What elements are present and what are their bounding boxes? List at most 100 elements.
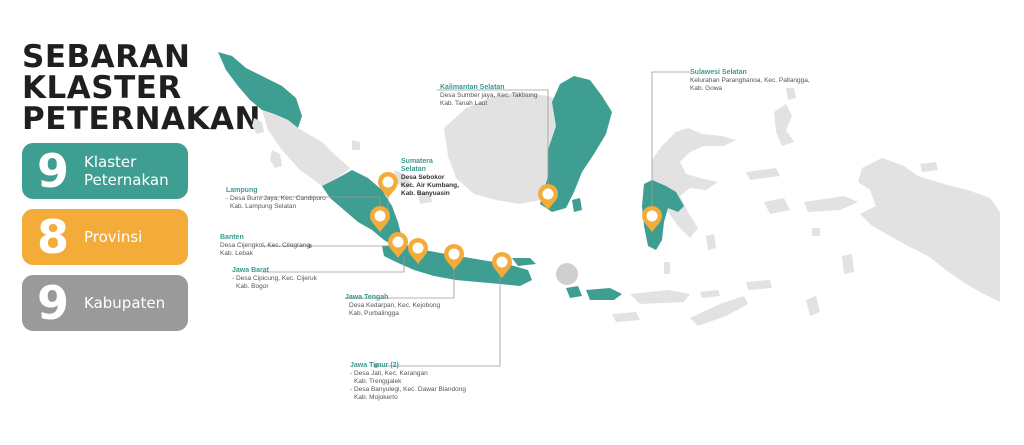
island-nias [252, 118, 264, 134]
island-sumatra-north [218, 52, 302, 128]
label-sulsel-line2: Kab. Gowa [690, 85, 723, 92]
label-sumsel-line1: Desa Sebokor [401, 174, 445, 181]
pin-jabar [408, 238, 428, 264]
stat-kabupaten-number: 9 [36, 276, 69, 330]
leader-sulsel [651, 71, 690, 214]
island-flores [630, 290, 690, 304]
island-kalimantan-east [540, 76, 612, 212]
leader-kalsel [437, 89, 549, 195]
label-sumsel-line3: Kab. Banyuasin [401, 190, 450, 197]
pin-jatim [492, 252, 512, 278]
label-kalsel: Kalimantan Selatan Desa Sumber jaya, Kec… [440, 84, 537, 108]
pin-banten [388, 232, 408, 258]
leader-jatim [376, 270, 501, 367]
island-timor [690, 296, 748, 326]
island-sula [746, 168, 780, 180]
label-jabar-line2: Kab. Bogor [236, 283, 269, 290]
island-maluku-small-1 [812, 228, 820, 236]
island-laut [572, 198, 582, 212]
label-jatim-line4: Kab. Mojokerto [354, 394, 398, 401]
label-lampung-head: Lampung [226, 187, 258, 194]
island-kalimantan [444, 92, 560, 204]
island-sumatra-middle [262, 110, 350, 186]
stat-kabupaten-label: Kabupaten [84, 294, 166, 312]
label-sulsel-head: Sulawesi Selatan [690, 69, 747, 76]
label-jateng-head: Jawa Tengah [345, 294, 389, 301]
leader-jateng [345, 262, 455, 299]
stat-kabupaten: 9 Kabupaten [22, 275, 188, 331]
island-mentawai [270, 150, 282, 168]
leader-dot-banten [308, 244, 312, 248]
island-sumbawa [586, 288, 622, 300]
island-sulawesi [652, 128, 736, 238]
label-sulsel: Sulawesi Selatan Kelurahan Parangbanoa, … [690, 69, 810, 93]
label-lampung: Lampung - Desa Bumi Jaya, Kec. Candipuro… [226, 187, 326, 211]
island-belitung [418, 192, 432, 204]
leader-jabar [262, 256, 405, 273]
label-lampung-line2: Kab. Lampung Selatan [230, 203, 297, 210]
island-sulawesi-south [642, 180, 684, 250]
stat-klaster-label-2: Peternakan [84, 171, 169, 189]
island-bali [556, 263, 578, 285]
title-line-3: PETERNAKAN [22, 101, 261, 137]
label-jateng-line1: Desa Kedarpan, Kec. Kejobong [349, 302, 441, 309]
stat-klaster-number: 9 [36, 144, 69, 198]
island-riau [352, 140, 360, 150]
label-kalsel-line2: Kab. Tanah Laut [440, 100, 488, 107]
label-banten-head: Banten [220, 234, 244, 241]
island-papua [858, 158, 1000, 302]
label-kalsel-line1: Desa Sumber jaya, Kec. Takisung [440, 92, 538, 99]
island-madura [512, 258, 536, 266]
label-banten: Banten Desa Cijengkol, Kec. Cilograng Ka… [220, 234, 310, 258]
island-alor [700, 290, 720, 298]
label-banten-line2: Kab. Lebak [220, 250, 253, 257]
island-seram [804, 196, 858, 212]
pin-kalsel [538, 184, 558, 210]
stat-provinsi: 8 Provinsi [22, 209, 188, 265]
label-jatim-line3: - Desa Banyulegi, Kec. Dawar Blandong [350, 386, 466, 393]
pin-sumsel [378, 172, 398, 198]
island-tanimbar [806, 296, 820, 316]
stat-klaster: 9 Klaster Peternakan [22, 143, 188, 199]
stat-provinsi-number: 8 [36, 210, 69, 264]
title-line-2: KLASTER [22, 70, 182, 106]
island-buru [764, 198, 790, 214]
label-sumsel: Sumatera Selatan Desa Sebokor Kec. Air K… [401, 158, 459, 198]
label-jabar-line1: - Desa Cipicung, Kec. Cijeruk [232, 275, 317, 282]
label-sumsel-line2: Kec. Air Kumbang, [401, 182, 459, 189]
stat-klaster-label: Klaster Peternakan [84, 153, 169, 189]
label-jatim-head: Jawa Timur (2) [350, 362, 399, 369]
island-aru [842, 254, 854, 274]
label-sulsel-line1: Kelurahan Parangbanoa, Kec. Pallangga, [690, 77, 810, 84]
label-jatim-line2: Kab. Trenggalek [354, 378, 402, 385]
island-selayar [664, 262, 670, 274]
label-jabar: Jawa Barat - Desa Cipicung, Kec. Cijeruk… [232, 267, 317, 291]
island-wetar [746, 280, 772, 290]
label-jateng-line2: Kab. Purbalingga [349, 310, 399, 317]
pin-sulsel [642, 206, 662, 232]
label-jateng: Jawa Tengah Desa Kedarpan, Kec. Kejobong… [345, 294, 440, 318]
stat-provinsi-label: Provinsi [84, 228, 143, 246]
island-sumba [612, 312, 640, 322]
label-kalsel-head: Kalimantan Selatan [440, 84, 505, 91]
label-sumsel-head1: Sumatera [401, 158, 433, 165]
island-morotai [786, 88, 796, 100]
island-bangka [394, 170, 412, 190]
island-halmahera [774, 104, 794, 146]
label-banten-line1: Desa Cijengkol, Kec. Cilograng [220, 242, 310, 249]
leader-lines [260, 71, 690, 367]
island-buton [706, 234, 716, 250]
page-title: SEBARAN KLASTER PETERNAKAN [22, 42, 261, 135]
pins [370, 172, 662, 278]
leader-dot-jatim [374, 364, 378, 368]
title-line-1: SEBARAN [22, 39, 191, 75]
island-lombok [566, 286, 582, 298]
label-lampung-line1: - Desa Bumi Jaya, Kec. Candipuro [226, 195, 326, 202]
label-jatim-line1: - Desa Jati, Kec. Karangan [350, 370, 428, 377]
label-jatim: Jawa Timur (2) - Desa Jati, Kec. Karanga… [350, 362, 466, 402]
pin-jateng [444, 244, 464, 270]
island-biak [920, 162, 938, 172]
pin-lampung [370, 206, 390, 232]
label-jabar-head: Jawa Barat [232, 267, 269, 274]
